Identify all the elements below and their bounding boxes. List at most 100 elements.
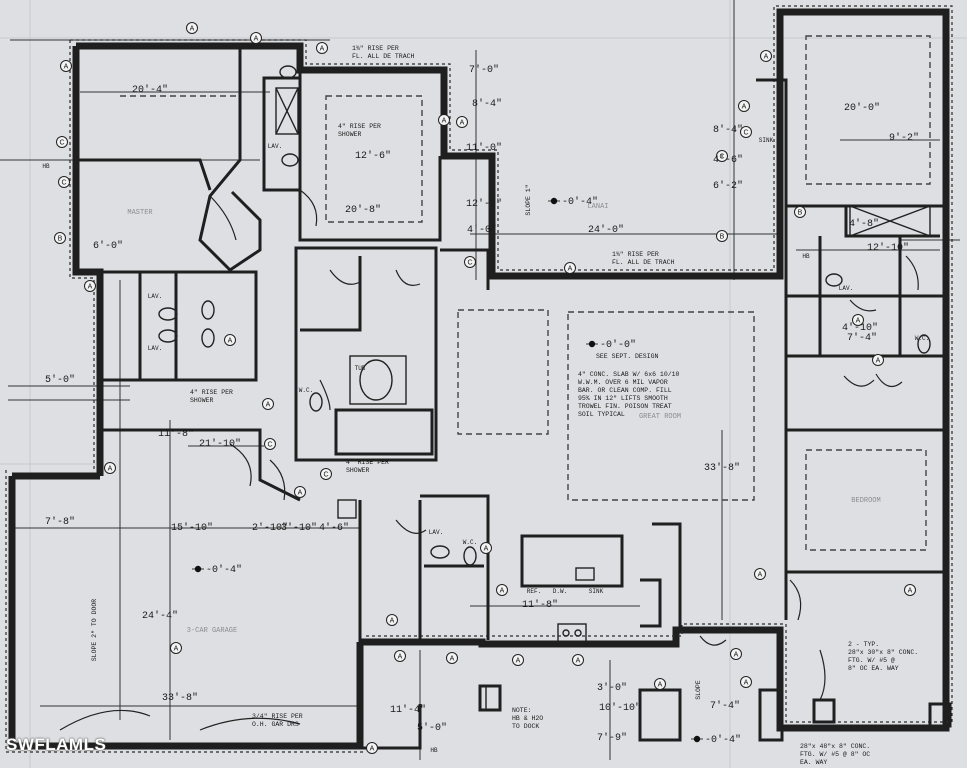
ref-bubble-b18: A	[224, 334, 236, 346]
fixture-label-f16: SINK	[759, 137, 774, 144]
svg-text:A: A	[908, 588, 913, 595]
elevation-rear-porch: -0'-4"	[548, 196, 598, 208]
dimension-d23: 21'-10"	[199, 438, 241, 450]
ghost-label-g4: BEDROOM	[851, 497, 880, 505]
fixture-labels: LAV.LAV.LAV.TUBW.C.LAV.W.C.LAV.W.C.REF.D…	[42, 137, 929, 754]
ref-bubble-b13: A	[738, 100, 750, 112]
svg-text:A: A	[876, 358, 881, 365]
svg-text:C: C	[467, 260, 472, 267]
dimension-d33: 5'-0"	[417, 722, 447, 734]
ghost-label-g2: 3-CAR GARAGE	[187, 627, 237, 635]
watermark-logo: SWFLAMLS	[6, 735, 107, 754]
elevation-markers: -0'-0"-0'-4"-0'-4"-0'-4"	[192, 196, 741, 746]
dimension-d27: 3'-10"	[281, 522, 317, 534]
dimension-d12: 8'-4"	[713, 124, 743, 136]
note-n10: 2 - TYP.28"x 30"x 8" CONC.FTG. W/ #5 @8"…	[848, 641, 918, 672]
dimension-d24: 7'-8"	[45, 516, 75, 528]
svg-text:A: A	[516, 658, 521, 665]
dimension-d26: 2'-10"	[252, 522, 288, 534]
fixture-label-f12: SINK	[589, 588, 604, 595]
dimension-d7: 12'-0"	[466, 198, 502, 210]
ref-bubble-b28: A	[446, 652, 458, 664]
dimension-d25: 15'-10"	[171, 522, 213, 534]
fixture-label-f3: LAV.	[148, 345, 162, 352]
ref-bubble-b36: A	[904, 584, 916, 596]
dimension-d22: 11'-8"	[158, 428, 194, 440]
dimension-d37: 7'-9"	[597, 732, 627, 744]
svg-text:-0'-4": -0'-4"	[705, 734, 741, 746]
ref-bubble-b25: A	[394, 650, 406, 662]
svg-text:A: A	[442, 118, 447, 125]
ref-bubble-b31: A	[730, 648, 742, 660]
dimension-d6: 4'-0"	[467, 224, 497, 236]
fixture-label-f7: W.C.	[463, 539, 477, 546]
svg-text:A: A	[320, 46, 325, 53]
fixture-label-f14: HB	[802, 253, 810, 260]
svg-text:A: A	[734, 652, 739, 659]
dimension-d5: 24'-0"	[588, 224, 624, 236]
ref-bubble-b40: A	[496, 584, 508, 596]
fixture-label-f9: W.C.	[915, 335, 929, 342]
svg-text:C: C	[323, 472, 328, 479]
svg-text:-0'-4": -0'-4"	[562, 196, 598, 208]
dimension-labels: 20'-4"6'-0"12'-6"20'-8"24'-0"4'-0"12'-0"…	[45, 64, 919, 744]
ref-bubble-b1: A	[60, 60, 72, 72]
fixture-label-f15: HB	[430, 747, 438, 754]
svg-text:C: C	[743, 130, 748, 137]
dimension-d4: 20'-8"	[345, 204, 381, 216]
ref-bubble-b23: A	[104, 462, 116, 474]
svg-text:A: A	[500, 588, 505, 595]
svg-text:A: A	[758, 572, 763, 579]
ref-bubble-b26: A	[512, 654, 524, 666]
svg-text:A: A	[658, 682, 663, 689]
svg-text:A: A	[742, 104, 747, 111]
svg-text:A: A	[576, 658, 581, 665]
ref-bubble-b11: C	[464, 256, 476, 268]
dimension-d31: 11'-8"	[522, 599, 558, 611]
dimension-d28: 4'-6"	[319, 522, 349, 534]
elevation-front-entry: -0'-4"	[691, 734, 741, 746]
elevation-garage: -0'-4"	[192, 564, 242, 576]
ref-bubble-b39: A	[480, 542, 492, 554]
svg-text:A: A	[174, 646, 179, 653]
svg-text:B: B	[798, 210, 803, 217]
svg-text:C: C	[719, 154, 724, 161]
svg-text:A: A	[744, 680, 749, 687]
svg-text:A: A	[266, 402, 271, 409]
dimension-d3: 12'-6"	[355, 150, 391, 162]
ref-bubble-b30: A	[740, 676, 752, 688]
ref-bubble-b19: A	[262, 398, 274, 410]
svg-text:A: A	[484, 546, 489, 553]
ref-bubble-b10: A	[456, 116, 468, 128]
fixtures	[158, 65, 931, 711]
ref-bubble-b6: A	[186, 22, 198, 34]
ref-bubble-b4: B	[54, 232, 66, 244]
svg-text:A: A	[398, 654, 403, 661]
slope-note-v3: SLOPE	[695, 680, 702, 700]
svg-text:A: A	[64, 64, 69, 71]
dimension-d9: 7'-0"	[469, 64, 499, 76]
svg-text:A: A	[108, 466, 113, 473]
dimension-d21: 5'-0"	[45, 374, 75, 386]
dimension-d8: 8'-4"	[472, 98, 502, 110]
ref-bubble-b34: A	[872, 354, 884, 366]
fixture-label-f10: REF.	[527, 588, 541, 595]
ref-bubble-b37: A	[366, 742, 378, 754]
fixture-label-f6: LAV.	[429, 529, 443, 536]
note-n4: SEE SEPT. DESIGN	[596, 353, 659, 360]
ref-bubble-b22: A	[294, 486, 306, 498]
svg-text:A: A	[88, 284, 93, 291]
dimension-d20: 33'-8"	[704, 462, 740, 474]
dashed-outlines	[120, 35, 931, 551]
ghost-label-g3: GREAT ROOM	[639, 413, 681, 421]
